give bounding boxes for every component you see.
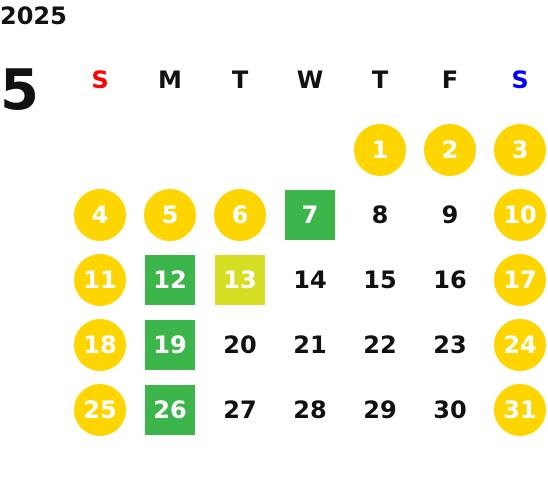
day-number: 1 (371, 136, 389, 164)
day-number: 24 (503, 331, 537, 359)
weekday-sunday: S (91, 66, 109, 94)
day-cell[interactable]: 7 (275, 190, 345, 240)
day-cell[interactable]: 26 (135, 385, 205, 435)
day-number: 5 (161, 201, 179, 229)
day-cell[interactable]: 23 (415, 320, 485, 370)
day-cell[interactable]: 12 (135, 255, 205, 305)
day-number: 26 (153, 396, 187, 424)
calendar-week-2: 4 5 6 7 8 9 10 (65, 189, 548, 241)
day-number: 20 (223, 331, 257, 359)
calendar-week-4: 18 19 20 21 22 23 24 (65, 319, 548, 371)
calendar-week-1: 1 2 3 (65, 124, 548, 176)
day-number: 3 (511, 136, 529, 164)
day-number: 6 (231, 201, 249, 229)
day-cell[interactable]: 19 (135, 320, 205, 370)
weekday-saturday: S (511, 66, 529, 94)
calendar-week-5: 25 26 27 28 29 30 31 (65, 384, 548, 436)
weekday-tuesday: T (231, 66, 249, 94)
day-number: 28 (293, 396, 327, 424)
day-number: 17 (503, 266, 537, 294)
day-number: 13 (223, 266, 257, 294)
day-cell[interactable]: 30 (415, 385, 485, 435)
day-number: 23 (433, 331, 467, 359)
day-cell[interactable]: 11 (65, 254, 135, 306)
day-cell[interactable]: 22 (345, 320, 415, 370)
day-number: 16 (433, 266, 467, 294)
day-number: 8 (371, 201, 389, 229)
day-number: 7 (301, 201, 319, 229)
day-number: 2 (441, 136, 459, 164)
day-cell[interactable]: 1 (345, 124, 415, 176)
day-cell[interactable]: 29 (345, 385, 415, 435)
day-cell[interactable]: 31 (485, 384, 548, 436)
day-cell[interactable]: 17 (485, 254, 548, 306)
day-number: 29 (363, 396, 397, 424)
day-cell[interactable]: 21 (275, 320, 345, 370)
day-cell[interactable]: 16 (415, 255, 485, 305)
day-cell[interactable]: 13 (205, 255, 275, 305)
weekday-header: S M T W T F S (65, 55, 548, 105)
day-number: 9 (441, 201, 459, 229)
day-number: 15 (363, 266, 397, 294)
day-cell[interactable]: 2 (415, 124, 485, 176)
day-number: 4 (91, 201, 109, 229)
day-cell[interactable]: 15 (345, 255, 415, 305)
day-cell[interactable]: 14 (275, 255, 345, 305)
weekday-monday: M (158, 66, 182, 94)
day-number: 14 (293, 266, 327, 294)
day-number: 11 (83, 266, 117, 294)
day-cell[interactable]: 6 (205, 189, 275, 241)
day-cell[interactable]: 3 (485, 124, 548, 176)
day-number: 10 (503, 201, 537, 229)
day-cell[interactable]: 8 (345, 190, 415, 240)
day-number: 31 (503, 396, 537, 424)
weekday-wednesday: W (296, 66, 324, 94)
weekday-thursday: T (371, 66, 389, 94)
day-number: 12 (153, 266, 187, 294)
day-cell[interactable]: 5 (135, 189, 205, 241)
day-cell[interactable]: 24 (485, 319, 548, 371)
day-cell[interactable]: 25 (65, 384, 135, 436)
day-cell[interactable]: 20 (205, 320, 275, 370)
day-number: 18 (83, 331, 117, 359)
day-number: 27 (223, 396, 257, 424)
day-cell[interactable]: 9 (415, 190, 485, 240)
day-number: 19 (153, 331, 187, 359)
day-cell[interactable]: 4 (65, 189, 135, 241)
day-cell[interactable]: 28 (275, 385, 345, 435)
day-number: 30 (433, 396, 467, 424)
day-cell[interactable]: 18 (65, 319, 135, 371)
day-number: 21 (293, 331, 327, 359)
day-cell[interactable]: 10 (485, 189, 548, 241)
calendar-week-3: 11 12 13 14 15 16 17 (65, 254, 548, 306)
day-number: 22 (363, 331, 397, 359)
year-label: 2025 (0, 2, 67, 30)
weekday-friday: F (441, 66, 459, 94)
day-number: 25 (83, 396, 117, 424)
day-cell[interactable]: 27 (205, 385, 275, 435)
month-number: 5 (0, 58, 39, 123)
